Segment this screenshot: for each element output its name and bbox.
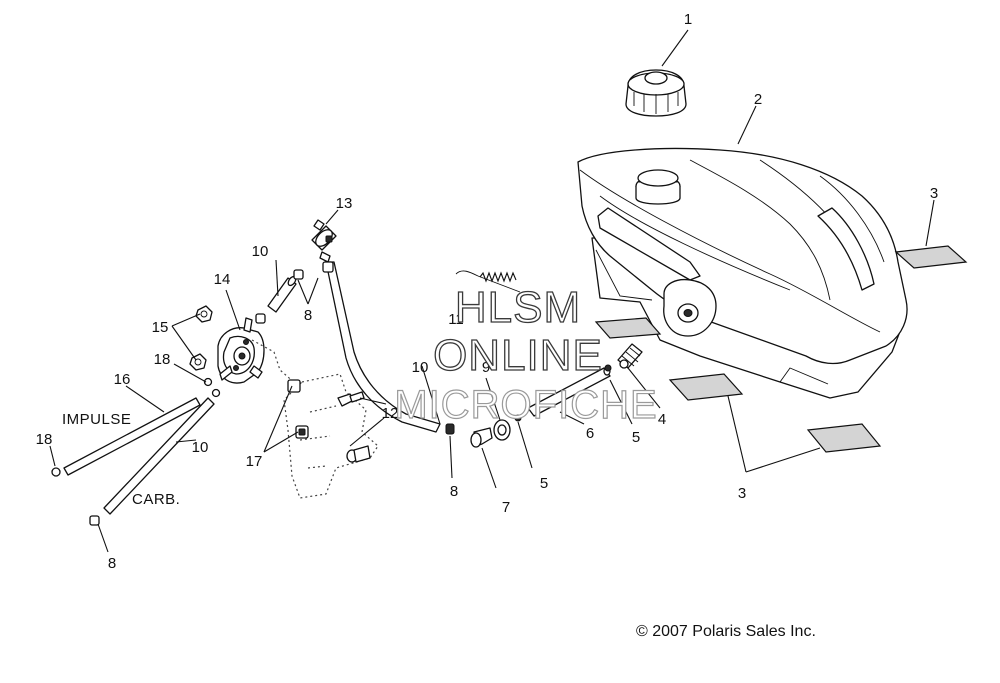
vent-hose [527, 364, 612, 417]
clamp-5a [514, 414, 522, 422]
fuel-cap [625, 69, 687, 117]
callout-8-top: 8 [304, 307, 312, 324]
impulse-hose [63, 397, 201, 476]
clamp-18a [203, 377, 213, 387]
leader-lines [49, 29, 935, 553]
watermark-line-3: MICROFICHE [394, 383, 657, 427]
fuel-filter [311, 219, 337, 263]
callout-15: 15 [152, 319, 169, 336]
callout-18-left: 18 [36, 431, 53, 448]
pad-left [594, 317, 662, 339]
callout-10-center: 10 [412, 359, 429, 376]
tank-fitting [617, 343, 643, 369]
callout-17: 17 [246, 453, 263, 470]
callout-10-top: 10 [252, 243, 269, 260]
callout-3-lower: 3 [738, 485, 746, 502]
callout-14: 14 [214, 271, 231, 288]
spring [455, 270, 521, 293]
callout-2: 2 [754, 91, 762, 108]
clamp-13 [322, 261, 334, 273]
callout-16: 16 [114, 371, 131, 388]
callout-18-upper: 18 [154, 351, 171, 368]
clamp-8-top [293, 269, 304, 280]
callout-13: 13 [336, 195, 353, 212]
callout-12: 12 [382, 405, 399, 422]
callout-1: 1 [684, 11, 692, 28]
grommet [493, 419, 511, 441]
tank-pads [594, 245, 968, 453]
callout-4: 4 [658, 411, 666, 428]
bolts [337, 391, 371, 463]
copyright-notice: © 2007 Polaris Sales Inc. [636, 623, 816, 640]
watermark-line-1: HLSM [455, 283, 581, 332]
clamp-18-lower [211, 388, 221, 398]
callouts: 1 2 3 3 4 5 5 6 7 8 8 8 9 10 10 10 11 12… [36, 11, 939, 572]
callout-7: 7 [502, 499, 510, 516]
callout-6: 6 [586, 425, 594, 442]
pad-upper-right [894, 245, 968, 269]
callout-5-center: 5 [540, 475, 548, 492]
callout-8-left: 8 [108, 555, 116, 572]
callout-10-left: 10 [192, 439, 209, 456]
clamp-8c [89, 515, 100, 526]
watermark-line-2: ONLINE [433, 331, 603, 380]
fuel-tank [577, 147, 908, 399]
clamp-18b [51, 467, 61, 477]
carb-hose [103, 397, 215, 515]
clamp-pump-top [255, 313, 266, 324]
callout-5-right: 5 [632, 429, 640, 446]
fuel-pump [217, 317, 265, 384]
clamp-8b [445, 423, 455, 435]
pad-lower [806, 423, 882, 453]
callout-3-upper: 3 [930, 185, 938, 202]
label-carb: CARB. [132, 491, 180, 508]
mount-bracket [251, 339, 379, 499]
callout-8-center: 8 [450, 483, 458, 500]
label-impulse: IMPULSE [62, 411, 131, 428]
elbow-fitting [470, 427, 493, 448]
callout-11: 11 [448, 311, 464, 328]
pad-middle [668, 373, 744, 401]
callout-9: 9 [482, 359, 490, 376]
short-hose-top [267, 275, 297, 313]
nuts [189, 305, 213, 371]
watermark: HLSM ONLINE MICROFICHE [394, 282, 658, 427]
